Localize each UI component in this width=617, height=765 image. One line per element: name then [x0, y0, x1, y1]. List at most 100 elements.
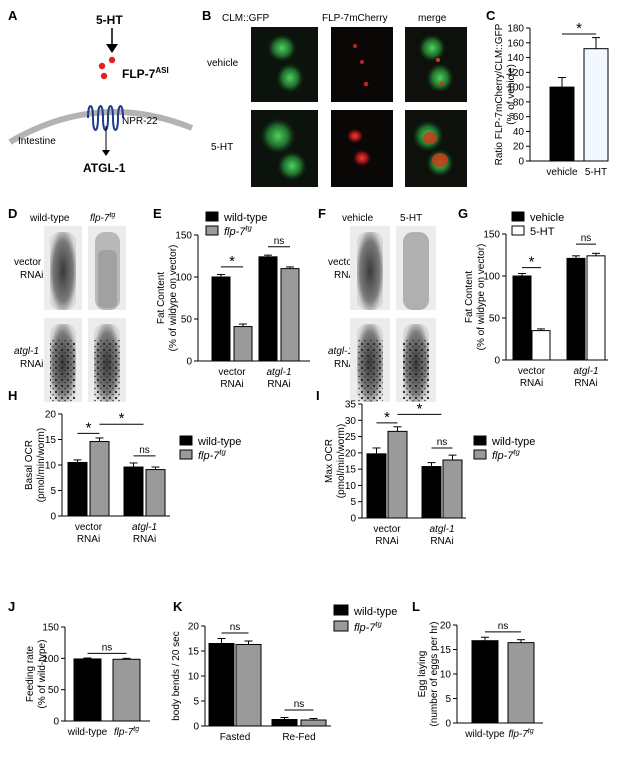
- y-tick-label: 0: [193, 722, 199, 733]
- significance-label: *: [119, 410, 125, 427]
- y-tick-label: 20: [45, 410, 57, 421]
- bar: [442, 459, 463, 519]
- mcherry-signal: [346, 128, 364, 144]
- y-tick-label: 20: [440, 621, 452, 632]
- x-category-label: Fasted: [220, 732, 251, 743]
- significance-label: *: [417, 400, 423, 417]
- bar: [300, 719, 327, 727]
- legend-label: wild-type: [491, 436, 535, 448]
- legend-label: flp-7tg: [492, 448, 521, 462]
- receptor-label: NPR-22: [122, 116, 158, 127]
- merge-signal: [426, 63, 454, 93]
- y-tick-label: 0: [53, 717, 59, 728]
- y-tick-label: 20: [513, 142, 525, 153]
- gfp-signal: [267, 34, 297, 62]
- bar: [507, 642, 535, 724]
- tissue-label: Intestine: [18, 136, 56, 147]
- bar: [233, 326, 253, 362]
- legend-label: flp-7tg: [354, 620, 383, 634]
- y-tick-label: 180: [507, 24, 524, 35]
- worm-body: [94, 340, 120, 402]
- y-axis-label: Ratio FLP-7mCherry/CLM::GFP: [494, 23, 505, 165]
- legend-swatch: [205, 211, 219, 222]
- y-tick-label: 20: [345, 448, 357, 459]
- x-category-label: Re-Fed: [282, 732, 315, 743]
- y-tick-label: 40: [513, 127, 525, 138]
- bar: [531, 330, 551, 361]
- bar: [366, 453, 387, 519]
- x-category-label: RNAi: [520, 378, 543, 389]
- y-axis-label: (pmol/min/worm): [336, 424, 347, 498]
- y-tick-label: 50: [489, 314, 501, 325]
- y-axis-label: (pmol/min/worm): [36, 428, 47, 502]
- bar: [566, 257, 586, 361]
- worm-body: [403, 340, 429, 402]
- bar: [271, 719, 298, 727]
- y-tick-label: 160: [507, 38, 524, 49]
- panel-label-a: A: [8, 8, 18, 23]
- panel-label-d: D: [8, 206, 17, 221]
- micrograph-frame: [331, 27, 393, 102]
- legend-swatch: [511, 225, 525, 236]
- cell-membrane-curve: [8, 109, 194, 145]
- y-tick-label: 100: [507, 83, 524, 94]
- y-tick-label: 0: [445, 719, 451, 730]
- mcherry-signal: [353, 44, 357, 48]
- x-category-label: RNAi: [77, 534, 100, 545]
- significance-label: ns: [139, 445, 150, 456]
- significance-label: ns: [230, 622, 241, 633]
- y-tick-label: 15: [188, 647, 200, 658]
- significance-label: ns: [294, 699, 305, 710]
- y-tick-label: 5: [50, 486, 56, 497]
- bar: [73, 658, 102, 722]
- y-axis-label: Egg laying: [417, 651, 428, 698]
- bar: [549, 86, 575, 162]
- panel-label-f: F: [318, 206, 326, 221]
- x-category-label: RNAi: [133, 534, 156, 545]
- worm-body: [403, 232, 429, 310]
- y-axis-label: body bends / 20 sec: [171, 631, 182, 721]
- y-tick-label: 35: [345, 400, 357, 411]
- y-tick-label: 10: [345, 481, 357, 492]
- panel-label-e: E: [153, 206, 162, 221]
- row-label: RNAi: [334, 270, 357, 281]
- legend-label: vehicle: [530, 212, 564, 224]
- column-label: wild-type: [29, 213, 70, 224]
- legend-swatch: [333, 620, 349, 632]
- y-tick-label: 5: [350, 497, 356, 508]
- row-label: RNAi: [334, 359, 357, 370]
- y-tick-label: 0: [350, 514, 356, 525]
- panel-label-c: C: [486, 8, 496, 23]
- panel-b-microscopy: CLM::GFP FLP-7mCherry merge vehicle 5-HT: [207, 13, 467, 187]
- merge-signal: [436, 58, 440, 62]
- y-axis-label: (% of wildype on vector): [168, 245, 179, 352]
- x-category-label: RNAi: [375, 536, 398, 547]
- worm-body: [98, 250, 117, 308]
- ligand-arrow-head: [106, 44, 118, 53]
- row-label: atgl-1: [14, 346, 39, 357]
- y-tick-label: 80: [513, 97, 525, 108]
- y-tick-label: 15: [345, 465, 357, 476]
- bar: [112, 658, 141, 722]
- y-tick-label: 30: [345, 416, 357, 427]
- merge-signal: [418, 34, 446, 62]
- y-tick-label: 0: [518, 157, 524, 168]
- bar: [235, 644, 262, 727]
- bar: [512, 275, 532, 361]
- target-arrow-head: [102, 150, 110, 156]
- x-category-label: vehicle: [546, 167, 578, 178]
- y-axis-label: Fat Content: [156, 272, 167, 324]
- mcherry-signal: [363, 81, 369, 87]
- x-category-label: RNAi: [267, 379, 290, 390]
- row-label: vector: [14, 257, 42, 268]
- panel-label-i: I: [316, 388, 320, 403]
- bar: [208, 643, 235, 727]
- worm-body: [50, 340, 76, 402]
